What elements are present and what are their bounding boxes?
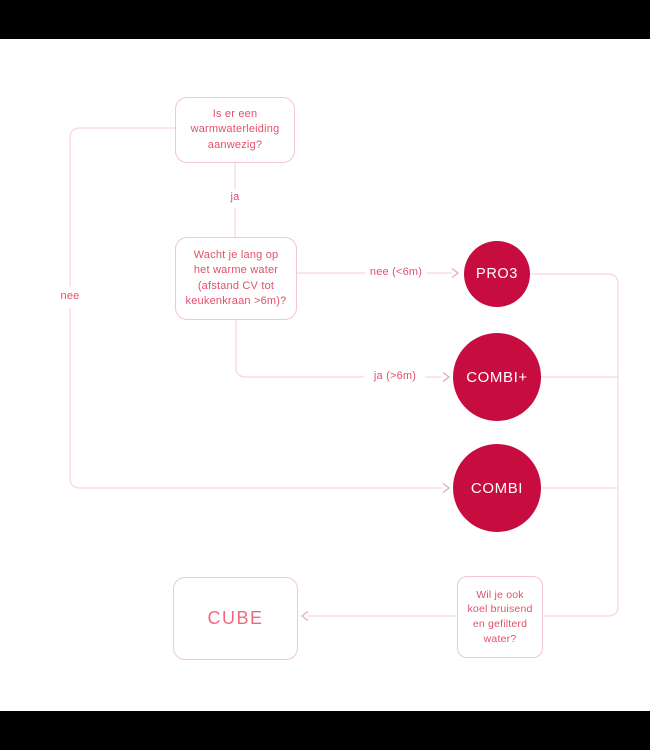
edge-label-ja-groter-6m: ja (>6m) xyxy=(373,370,417,382)
product-box-cube: CUBE xyxy=(173,577,298,660)
question-box-koel-bruisend: Wil je ook koel bruisend en gefilterd wa… xyxy=(457,576,543,658)
edge-label-nee: nee xyxy=(60,290,80,302)
arrowhead-into-pro3 xyxy=(451,267,460,279)
product-circle-combi: COMBI xyxy=(453,444,541,532)
question-box-warmwaterleiding: Is er een warmwaterleiding aanwezig? xyxy=(175,97,295,163)
edge-pro3-to-q3 xyxy=(530,273,619,617)
letterbox-bar-bottom xyxy=(0,711,650,750)
edge-q1-nee-to-combi xyxy=(69,127,443,489)
product-circle-combi-plus: COMBI+ xyxy=(453,333,541,421)
edge-label-ja: ja xyxy=(230,191,240,203)
arrowhead-into-combi xyxy=(442,482,451,494)
letterbox-bar-top xyxy=(0,0,650,39)
edge-q2-to-combiplus xyxy=(235,320,442,378)
arrowhead-into-combiplus xyxy=(442,371,451,383)
edge-label-nee-kleiner-6m: nee (<6m) xyxy=(369,266,423,278)
question-box-wachttijd: Wacht je lang op het warme water (afstan… xyxy=(175,237,297,320)
product-circle-pro3: PRO3 xyxy=(464,241,530,307)
arrowhead-into-cube xyxy=(300,610,309,622)
